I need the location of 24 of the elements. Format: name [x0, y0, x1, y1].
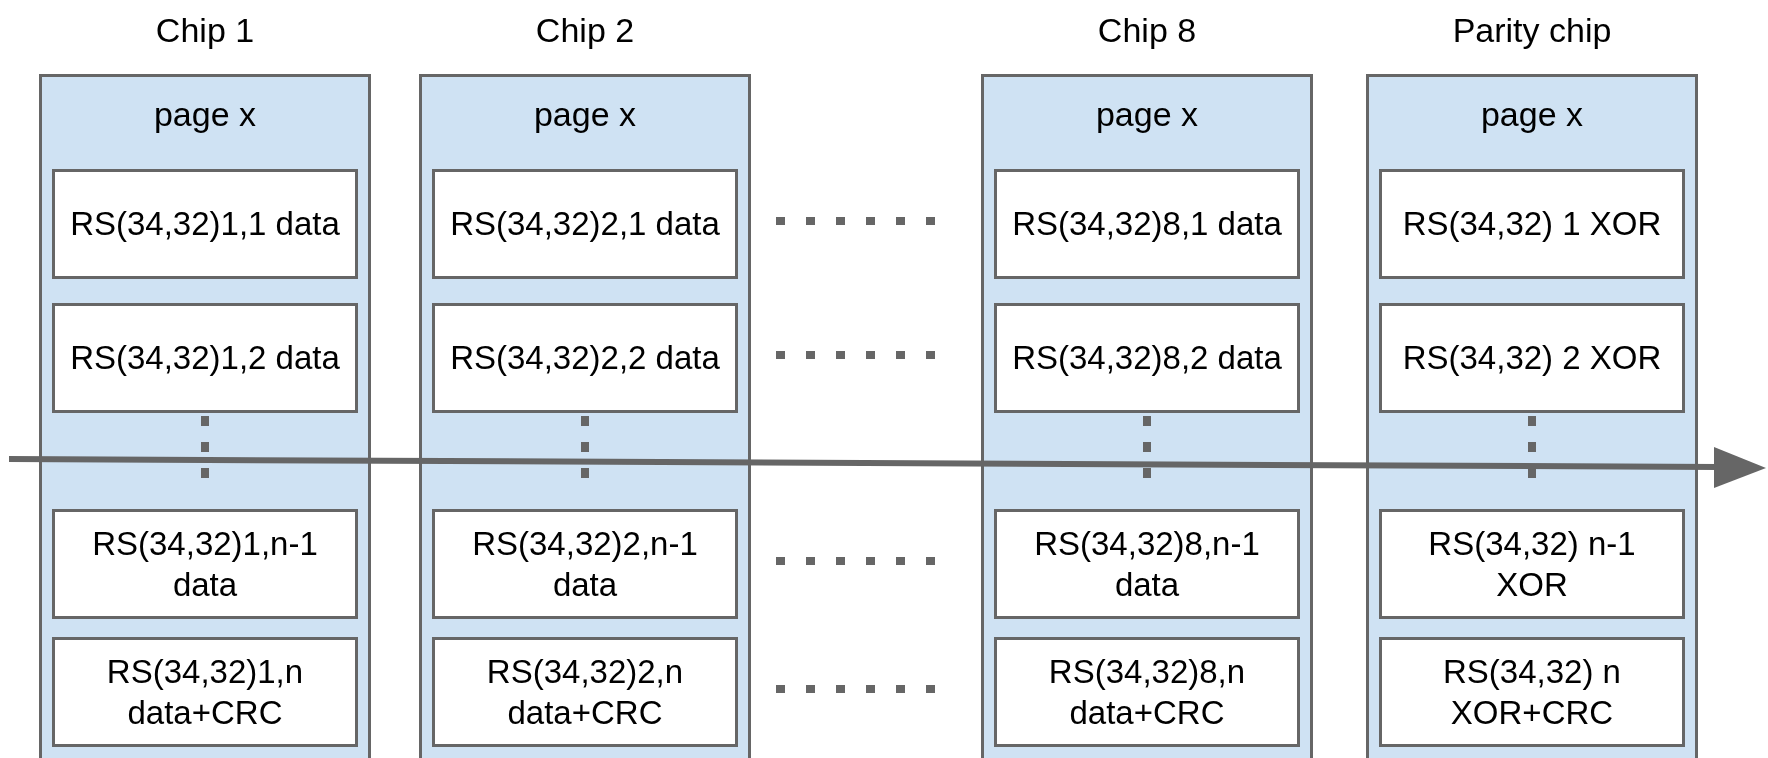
- codeword-box: RS(34,32) n XOR+CRC: [1379, 637, 1685, 747]
- codeword-box: RS(34,32)1,n-1 data: [52, 509, 358, 619]
- codeword-box: RS(34,32)8,2 data: [994, 303, 1300, 413]
- codeword-box: RS(34,32) 2 XOR: [1379, 303, 1685, 413]
- codeword-box: RS(34,32)2,n data+CRC: [432, 637, 738, 747]
- codeword-box: RS(34,32)2,n-1 data: [432, 509, 738, 619]
- column-heading: Chip 8: [1096, 11, 1198, 50]
- codeword-box: RS(34,32)1,2 data: [52, 303, 358, 413]
- column-heading: Chip 1: [154, 11, 256, 50]
- column-heading: Parity chip: [1451, 11, 1613, 50]
- codeword-box: RS(34,32)8,n-1 data: [994, 509, 1300, 619]
- page-label: page x: [1094, 95, 1200, 134]
- codeword-box: RS(34,32)1,1 data: [52, 169, 358, 279]
- column-heading: Chip 2: [534, 11, 636, 50]
- codeword-box: RS(34,32) n-1 XOR: [1379, 509, 1685, 619]
- codeword-box: RS(34,32)2,2 data: [432, 303, 738, 413]
- codeword-box: RS(34,32) 1 XOR: [1379, 169, 1685, 279]
- page-label: page x: [152, 95, 258, 134]
- codeword-box: RS(34,32)8,n data+CRC: [994, 637, 1300, 747]
- codeword-box: RS(34,32)8,1 data: [994, 169, 1300, 279]
- page-label: page x: [1479, 95, 1585, 134]
- codeword-box: RS(34,32)1,n data+CRC: [52, 637, 358, 747]
- codeword-box: RS(34,32)2,1 data: [432, 169, 738, 279]
- page-label: page x: [532, 95, 638, 134]
